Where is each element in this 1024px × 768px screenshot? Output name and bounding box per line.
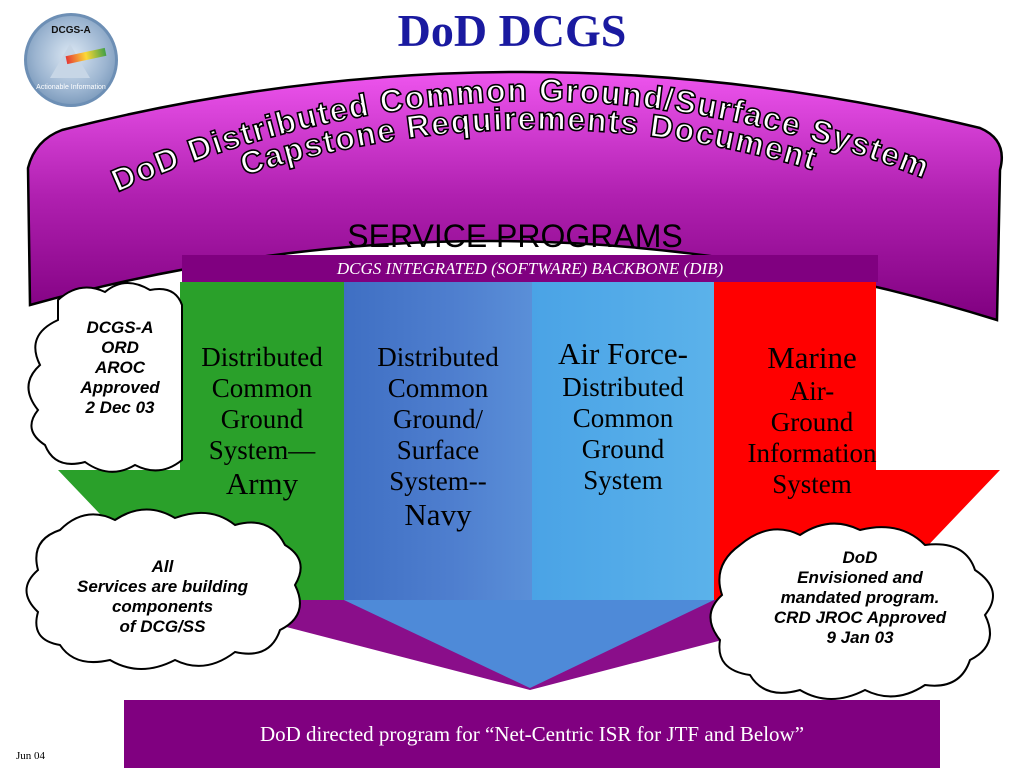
cloud-line: ORD	[101, 337, 139, 357]
cloud-line: 9 Jan 03	[826, 627, 894, 647]
dod-cloud	[709, 522, 994, 700]
logo-top-text: DCGS-A	[51, 25, 91, 36]
cloud-line: components	[111, 596, 214, 616]
marine-line: System	[772, 468, 852, 499]
cloud-line: CRD JROC Approved	[773, 607, 947, 627]
army-line: System—	[208, 435, 316, 466]
marine-label: Marine Air- Ground Information System	[712, 340, 912, 500]
air-force-line: Distributed	[562, 371, 684, 402]
marine-line: Marine	[767, 340, 857, 375]
cloud-line: All	[151, 557, 174, 576]
air-force-line: Air Force-	[558, 336, 688, 371]
air-force-column	[532, 282, 714, 600]
dcgs-a-cloud-text: DCGS-A ORD AROC Approved 2 Dec 03	[60, 318, 180, 417]
army-line: Common	[211, 373, 313, 404]
service-programs-heading: SERVICE PROGRAMS	[347, 218, 683, 254]
navy-label: Distributed Common Ground/ Surface Syste…	[344, 342, 532, 533]
cloud-line: mandated program.	[780, 587, 940, 607]
army-line: Ground	[220, 404, 304, 435]
air-force-line: Ground	[581, 433, 665, 464]
dib-bar: DCGS INTEGRATED (SOFTWARE) BACKBONE (DIB…	[182, 255, 878, 282]
dcgs-a-cloud	[27, 282, 183, 473]
cloud-line: Envisioned and	[797, 567, 923, 587]
army-label: Distributed Common Ground System— Army	[176, 342, 348, 502]
cloud-line: AROC	[94, 357, 146, 377]
bottom-banner: DoD directed program for “Net-Centric IS…	[124, 700, 940, 768]
navy-line: Surface	[396, 435, 480, 466]
dod-cloud-text: DoD Envisioned and mandated program. CRD…	[735, 548, 985, 647]
navy-line: Common	[387, 373, 489, 404]
navy-column	[344, 282, 532, 600]
air-force-line: System	[583, 464, 663, 495]
navy-line: System--	[389, 466, 487, 497]
page-title: DoD DCGS	[397, 5, 627, 56]
marine-line: Ground	[770, 406, 854, 437]
capstone-banner: DoD Distributed Common Ground/Surface Sy…	[26, 70, 1003, 322]
footer-date: Jun 04	[16, 750, 46, 762]
cloud-line: DoD	[842, 548, 878, 567]
cloud-line: DCGS-A	[86, 318, 154, 337]
cloud-line: of DCG/SS	[119, 616, 206, 636]
logo-tagline: Actionable Information	[36, 84, 106, 91]
all-services-cloud-text: All Services are building components of …	[40, 557, 285, 637]
all-services-cloud	[25, 508, 302, 670]
air-force-label: Air Force- Distributed Common Ground Sys…	[532, 336, 714, 496]
cloud-line: 2 Dec 03	[85, 397, 155, 417]
navy-line: Distributed	[377, 342, 499, 372]
air-force-line: Common	[572, 402, 674, 433]
navy-line: Navy	[404, 497, 472, 533]
cloud-line: Approved	[80, 377, 160, 397]
cloud-line: Services are building	[76, 576, 248, 596]
army-line: Distributed	[201, 342, 323, 372]
navy-line: Ground/	[393, 404, 483, 435]
marine-line: Information	[747, 437, 877, 468]
marine-line: Air-	[789, 375, 835, 406]
army-line: Army	[225, 466, 299, 502]
